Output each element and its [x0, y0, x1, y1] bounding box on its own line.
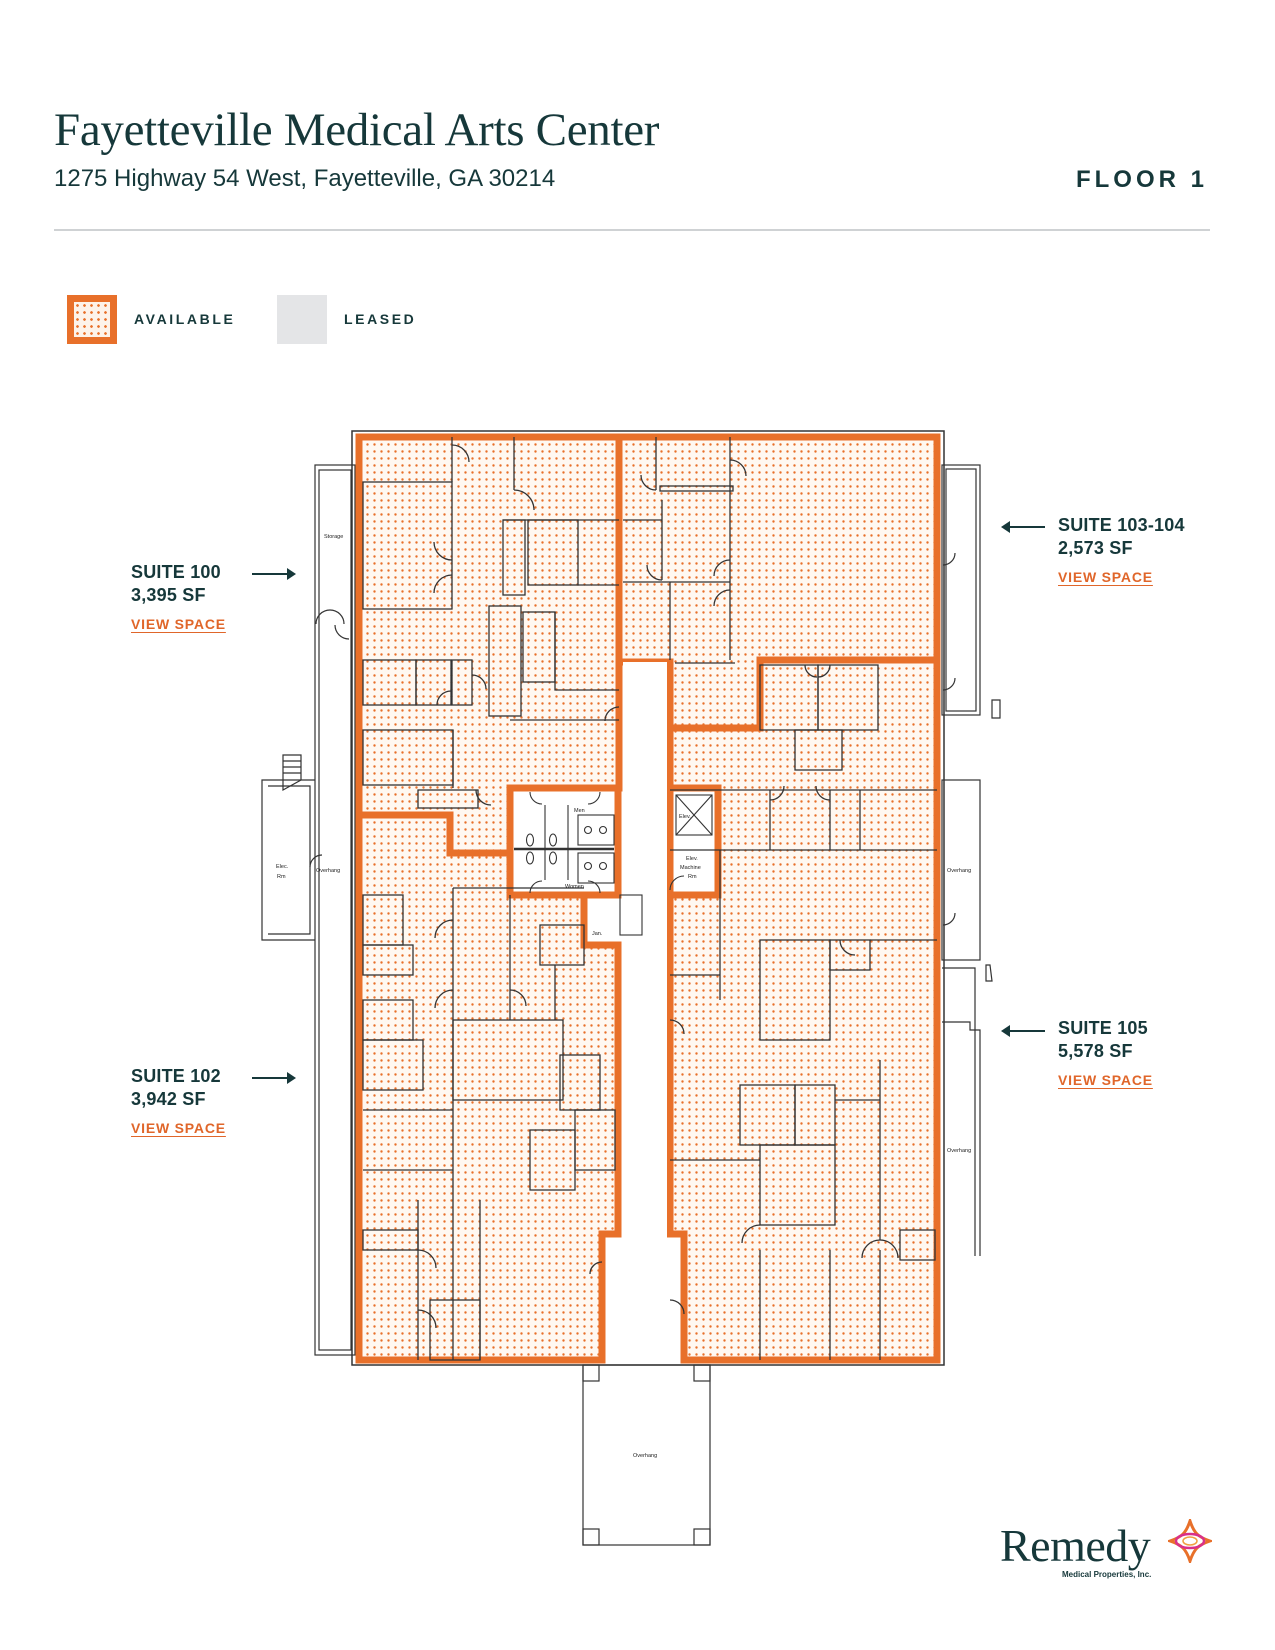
suite-100-name: SUITE 100	[131, 562, 221, 582]
floor-label: FLOOR 1	[1075, 166, 1208, 193]
elev-machine-label-2: Machine	[680, 865, 701, 871]
leased-legend-label: LEASED	[344, 311, 417, 327]
header-divider	[54, 229, 1210, 231]
logo-wordmark: Remedy	[1000, 1520, 1151, 1571]
janitor-label: Jan.	[592, 931, 603, 937]
logo-subtitle: Medical Properties, Inc.	[1062, 1570, 1152, 1579]
storage-label: Storage	[324, 534, 343, 540]
overhang-east-label-1: Overhang	[947, 868, 971, 874]
suite-105-size: 5,578 SF	[1058, 1041, 1133, 1061]
men-label: Men	[574, 808, 585, 814]
suite-105-arrow-icon	[1001, 1025, 1045, 1037]
suite-100-callout: SUITE 100 3,395 SF VIEW SPACE	[131, 561, 226, 636]
overhang-west-label: Overhang	[316, 868, 340, 874]
suite-103-104-arrow-icon	[1001, 521, 1045, 533]
suite-102-name: SUITE 102	[131, 1066, 221, 1086]
property-address: 1275 Highway 54 West, Fayetteville, GA 3…	[54, 165, 556, 192]
women-label: Women	[565, 884, 584, 890]
suite-103-104-view-space-link[interactable]: VIEW SPACE	[1058, 569, 1153, 585]
available-legend-label: AVAILABLE	[134, 311, 236, 327]
suite-105-callout: SUITE 105 5,578 SF VIEW SPACE	[1058, 1017, 1153, 1092]
elevator-label: Elev.	[679, 814, 691, 820]
suite-103-104-callout: SUITE 103-104 2,573 SF VIEW SPACE	[1058, 514, 1185, 589]
suite-102-view-space-link[interactable]: VIEW SPACE	[131, 1120, 226, 1136]
elev-machine-label-1: Elev.	[686, 856, 698, 862]
elev-machine-label-3: Rm	[688, 874, 697, 880]
remedy-logo: Remedy Medical Properties, Inc.	[1000, 1519, 1212, 1579]
overhang-east-label-2: Overhang	[947, 1148, 971, 1154]
suite-100-size: 3,395 SF	[131, 585, 206, 605]
available-swatch	[67, 295, 117, 344]
suite-102-size: 3,942 SF	[131, 1089, 206, 1109]
elec-rm-label-1: Elec.	[276, 864, 289, 870]
elec-rm-label-2: Rm	[277, 874, 286, 880]
suite-102-arrow-icon	[252, 1072, 296, 1084]
overhang-south-label: Overhang	[633, 1453, 657, 1459]
suite-100-view-space-link[interactable]: VIEW SPACE	[131, 616, 226, 632]
suite-105-name: SUITE 105	[1058, 1018, 1148, 1038]
suite-105-view-space-link[interactable]: VIEW SPACE	[1058, 1072, 1153, 1088]
suite-103-104-name: SUITE 103-104	[1058, 515, 1185, 535]
logo-mark-icon	[1168, 1519, 1212, 1563]
suite-100-arrow-icon	[252, 568, 296, 580]
leased-swatch	[277, 295, 327, 344]
suite-102-callout: SUITE 102 3,942 SF VIEW SPACE	[131, 1065, 226, 1140]
page-title: Fayetteville Medical Arts Center	[54, 104, 660, 156]
suite-103-104-size: 2,573 SF	[1058, 538, 1133, 558]
